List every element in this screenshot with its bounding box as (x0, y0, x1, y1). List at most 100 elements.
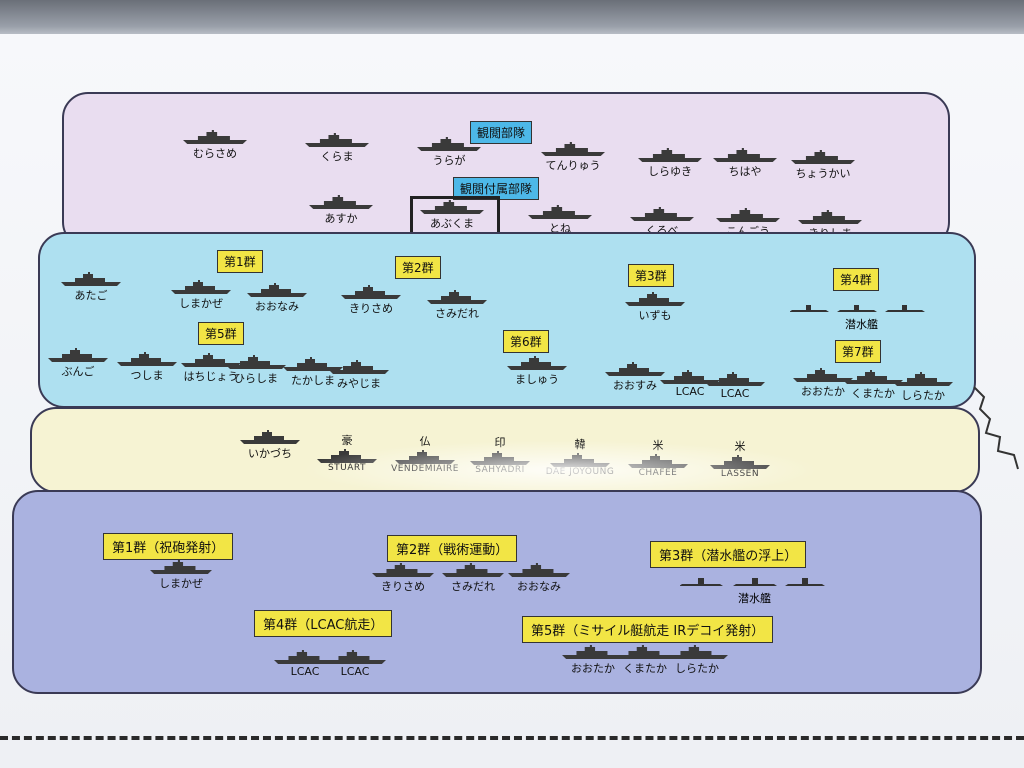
ship-name: むらさめ (193, 147, 237, 160)
ship-name: さみだれ (435, 307, 479, 320)
group-1-tag: 第1群 (217, 250, 263, 273)
ship-name: うらが (432, 154, 466, 167)
demo-group-2-tag: 第2群（戦術運動） (387, 535, 518, 562)
ship-icon (660, 370, 720, 384)
demo-group-3-tag: 第3群（潜水艦の浮上） (650, 541, 807, 568)
ship-name: おおなみ (517, 580, 561, 593)
ship-icon (605, 362, 665, 376)
ship-item[interactable]: おおなみ (232, 283, 322, 314)
ship-item[interactable]: LCAC (645, 370, 735, 398)
demonstration-panel (12, 490, 982, 694)
ship-item[interactable]: いずも (610, 292, 700, 323)
ship-name: ひらしま (234, 372, 278, 385)
ship-icon (528, 205, 592, 219)
ship-item[interactable]: あすか (296, 195, 386, 226)
review-attached-force-tag: 観閲付属部隊 (453, 177, 540, 200)
ship-item[interactable]: おおたか (548, 645, 638, 676)
ship-icon (666, 645, 728, 659)
ship-item[interactable]: うらが (404, 137, 494, 168)
ship-name: しらたか (675, 662, 719, 675)
ship-icon (417, 137, 481, 151)
ship-name: くまたか (623, 662, 667, 675)
ship-name: しまかぜ (159, 577, 203, 590)
ship-name: しらたか (901, 389, 945, 402)
ship-name: LCAC (340, 665, 370, 678)
ship-item[interactable]: しらゆき (625, 148, 715, 179)
group-2-tag: 第2群 (395, 256, 441, 279)
ship-icon (843, 370, 903, 384)
ship-icon (48, 348, 108, 362)
ship-name: さみだれ (451, 580, 495, 593)
ship-item[interactable]: さみだれ (428, 563, 518, 594)
ship-icon (716, 208, 780, 222)
ship-item[interactable]: LCAC (260, 650, 350, 678)
ship-icon (171, 280, 231, 294)
demo-group-5-tag: 第5群（ミサイル艇航走 IRデコイ発射） (522, 616, 774, 643)
ship-item[interactable]: しらたか (652, 645, 742, 676)
ship-item[interactable]: ひらしま (211, 355, 301, 386)
ship-item[interactable]: むらさめ (170, 130, 260, 161)
ship-name: いずも (638, 309, 672, 322)
coastline (973, 386, 1019, 470)
ship-item[interactable]: LCAC (310, 650, 400, 678)
ship-item[interactable]: きりさめ (326, 285, 416, 316)
ship-icon (508, 563, 570, 577)
ship-icon (630, 207, 694, 221)
ship-icon (541, 142, 605, 156)
ship-icon (283, 357, 343, 371)
ship-name: ちはや (728, 165, 762, 178)
demo-group-4-tag: 第4群（LCAC航走） (254, 610, 393, 637)
ship-item[interactable]: きりさめ (358, 563, 448, 594)
ship-item[interactable]: くまたか (600, 645, 690, 676)
ship-name: たかしま (291, 374, 335, 387)
ship-item[interactable]: あぶくま (407, 200, 497, 231)
review-force-tag: 観閲部隊 (470, 121, 533, 144)
ship-item[interactable]: しまかぜ (136, 560, 226, 591)
ship-item[interactable]: ちはや (700, 148, 790, 179)
ship-name: ぶんご (61, 365, 95, 378)
ship-item[interactable]: てんりゅう (528, 142, 618, 173)
group-4-tag: 第4群 (833, 268, 879, 291)
ship-item[interactable]: しらたか (878, 372, 968, 403)
ship-icon (305, 133, 369, 147)
ship-name: あすか (324, 212, 358, 225)
ship-name: おおなみ (255, 300, 299, 313)
ship-icon (117, 352, 177, 366)
ship-icon (274, 650, 336, 664)
ship-item[interactable]: おおなみ (494, 563, 584, 594)
ship-icon (638, 148, 702, 162)
ship-icon (341, 285, 401, 299)
ship-item[interactable]: しまかぜ (156, 280, 246, 311)
ship-item[interactable]: LCAC (690, 372, 780, 400)
ship-item[interactable]: ぶんご (33, 348, 123, 379)
ship-item[interactable]: くらま (292, 133, 382, 164)
ship-icon (798, 210, 862, 224)
ship-name: しまかぜ (179, 297, 223, 310)
ship-name: おおたか (571, 662, 615, 675)
ship-icon (625, 292, 685, 306)
ship-item[interactable]: はちじょう (166, 353, 256, 384)
ship-item[interactable]: ましゅう (492, 356, 582, 387)
ship-name: あぶくま (430, 217, 474, 230)
ship-item[interactable]: いかづち (225, 430, 315, 461)
ship-item[interactable]: くまたか (828, 370, 918, 401)
ship-icon (442, 563, 504, 577)
ship-item[interactable]: ちょうかい (778, 150, 868, 181)
ship-item[interactable]: とね (515, 205, 605, 236)
ship-item[interactable]: おおたか (778, 368, 868, 399)
ship-name: ちょうかい (795, 167, 851, 180)
ship-icon (329, 360, 389, 374)
ship-icon (309, 195, 373, 209)
ship-name: ましゅう (515, 373, 559, 386)
ship-item[interactable]: つしま (102, 352, 192, 383)
ship-icon (614, 645, 676, 659)
ship-item[interactable]: みやじま (314, 360, 404, 391)
ship-icon (372, 563, 434, 577)
ship-item[interactable]: おおすみ (590, 362, 680, 393)
ship-item[interactable]: さみだれ (412, 290, 502, 321)
ship-item[interactable]: たかしま (268, 357, 358, 388)
ship-icon (427, 290, 487, 304)
group-5-tag: 第5群 (198, 322, 244, 345)
ship-item[interactable]: あたご (46, 272, 136, 303)
submarine-icons-group4 (790, 305, 925, 312)
